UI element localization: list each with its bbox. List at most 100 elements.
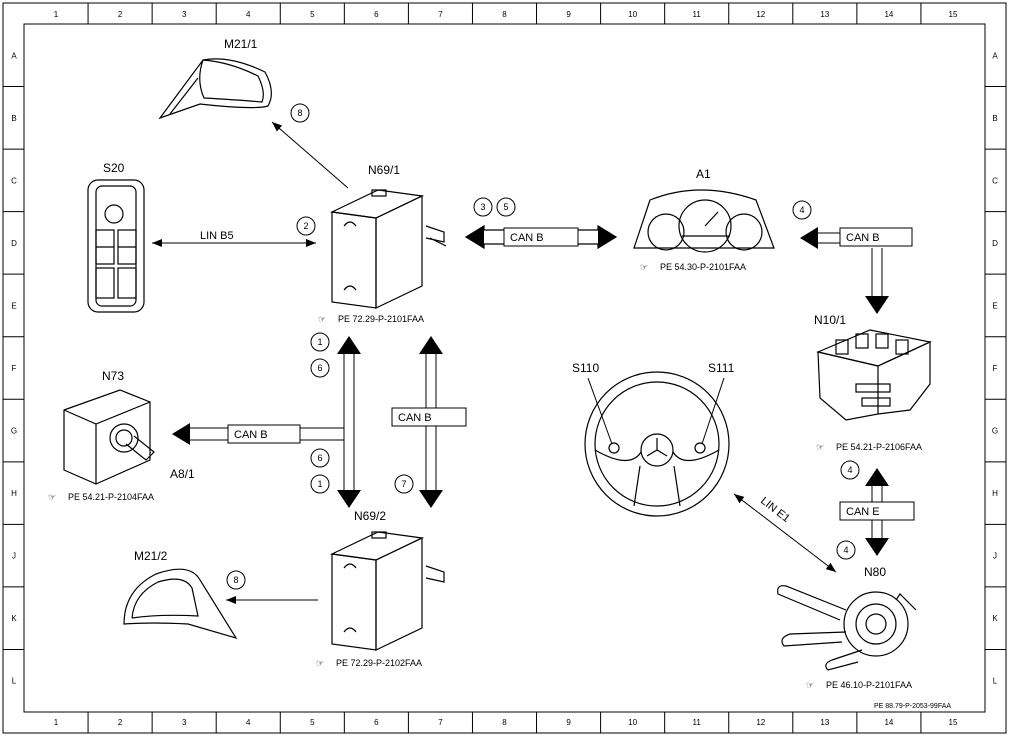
- grid-column-label: 5: [310, 718, 315, 727]
- svg-text:☞: ☞: [806, 680, 814, 690]
- grid-ticks: [3, 3, 1006, 733]
- leader-s110: [587, 377, 613, 445]
- bus-can-e: CAN E: [846, 506, 880, 518]
- svg-text:7: 7: [401, 479, 406, 489]
- link-can-e: [839, 468, 915, 556]
- bus-can-b-n73: CAN B: [234, 429, 268, 441]
- label-n73: N73: [102, 369, 124, 383]
- marker-3: 3: [473, 197, 493, 217]
- link-lin-e1: [733, 493, 837, 573]
- link-can-b-a1-n10-1: [800, 227, 913, 314]
- grid-row-label: E: [11, 301, 16, 310]
- svg-text:1: 1: [317, 337, 322, 347]
- svg-text:☞: ☞: [640, 262, 648, 272]
- marker-4-a1: 4: [792, 200, 812, 220]
- bus-can-b-vertical: CAN B: [398, 412, 432, 424]
- svg-text:4: 4: [847, 465, 852, 475]
- grid-column-label: 9: [566, 10, 571, 19]
- grid-column-label: 11: [693, 718, 702, 727]
- grid-row-label: J: [993, 552, 997, 561]
- label-n80: N80: [864, 565, 886, 579]
- svg-text:PE 72.29-P-2102FAA: PE 72.29-P-2102FAA: [336, 658, 422, 668]
- svg-text:8: 8: [297, 108, 302, 118]
- ref-n69-1: ☞ PE 72.29-P-2101FAA: [318, 314, 424, 324]
- svg-text:PE 54.21-P-2106FAA: PE 54.21-P-2106FAA: [836, 442, 922, 452]
- svg-text:6: 6: [317, 453, 322, 463]
- grid-column-label: 1: [54, 10, 59, 19]
- grid-row-label: C: [992, 176, 998, 185]
- svg-text:2: 2: [303, 221, 308, 231]
- label-a1: A1: [696, 167, 711, 181]
- grid-row-label: F: [993, 364, 998, 373]
- label-s110: S110: [572, 361, 599, 375]
- grid-row-label: G: [11, 427, 17, 436]
- marker-4-n80: 4: [836, 540, 856, 560]
- mirror-m21-2-drawing: [123, 568, 238, 640]
- cluster-a1-drawing: [633, 189, 775, 253]
- ignition-n73-drawing: [63, 389, 155, 485]
- grid-row-label: G: [992, 427, 998, 436]
- bus-lin-b5: LIN B5: [200, 230, 234, 242]
- grid-column-label: 10: [628, 10, 637, 19]
- grid-column-label: 4: [246, 10, 251, 19]
- svg-text:☞: ☞: [316, 658, 324, 668]
- grid-column-label: 12: [756, 718, 765, 727]
- ref-n10-1: ☞ PE 54.21-P-2106FAA: [816, 442, 922, 452]
- svg-text:PE 72.29-P-2101FAA: PE 72.29-P-2101FAA: [338, 314, 424, 324]
- switch-s20-drawing: [87, 179, 145, 313]
- grid-column-label: 7: [438, 10, 443, 19]
- grid-row-label: A: [992, 51, 998, 60]
- grid-column-label: 2: [118, 718, 123, 727]
- marker-2: 2: [296, 216, 316, 236]
- svg-text:☞: ☞: [48, 492, 56, 502]
- grid-column-label: 15: [949, 718, 958, 727]
- svg-text:8: 8: [233, 575, 238, 585]
- grid-column-label: 6: [374, 10, 379, 19]
- bus-can-b-center: CAN B: [510, 232, 544, 244]
- grid-row-label: L: [993, 677, 998, 686]
- link-can-b-n73: [172, 336, 361, 508]
- grid-column-label: 14: [884, 10, 893, 19]
- grid-column-label: 2: [118, 10, 123, 19]
- grid-row-label: K: [992, 614, 998, 623]
- svg-text:4: 4: [799, 205, 804, 215]
- module-n69-1-drawing: [329, 189, 447, 309]
- svg-text:4: 4: [843, 545, 848, 555]
- bus-can-b-right: CAN B: [846, 232, 880, 244]
- grid-column-label: 8: [502, 718, 507, 727]
- ref-n69-2: ☞ PE 72.29-P-2102FAA: [316, 658, 422, 668]
- grid-row-label: K: [11, 614, 17, 623]
- grid-row-label: J: [12, 552, 16, 561]
- marker-6-top: 6: [310, 358, 330, 378]
- label-n10-1: N10/1: [814, 313, 846, 327]
- svg-text:6: 6: [317, 363, 322, 373]
- grid-column-label: 8: [502, 10, 507, 19]
- svg-text:PE 54.30-P-2101FAA: PE 54.30-P-2101FAA: [660, 262, 746, 272]
- grid-row-label: A: [11, 51, 17, 60]
- label-s111: S111: [708, 361, 735, 375]
- steering-wheel-drawing: [584, 371, 730, 517]
- grid-column-label: 7: [438, 718, 443, 727]
- svg-text:5: 5: [503, 202, 508, 212]
- grid-column-label: 13: [820, 10, 829, 19]
- link-n69-1-to-m21-1: [271, 121, 349, 189]
- grid-column-label: 1: [54, 718, 59, 727]
- grid-labels: 1122334455667788991010111112121313141415…: [11, 10, 998, 727]
- grid-row-label: C: [11, 176, 17, 185]
- ref-n73: ☞ PE 54.21-P-2104FAA: [48, 492, 154, 502]
- grid-row-label: D: [11, 239, 17, 248]
- column-module-n80-drawing: [777, 585, 917, 671]
- grid-row-label: F: [12, 364, 17, 373]
- grid-row-label: E: [992, 301, 997, 310]
- label-a8-1: A8/1: [170, 467, 195, 481]
- marker-8-bottom: 8: [226, 570, 246, 590]
- label-n69-2: N69/2: [354, 509, 386, 523]
- marker-5: 5: [496, 197, 516, 217]
- module-n10-1-drawing: [816, 329, 932, 421]
- label-n69-1: N69/1: [368, 163, 400, 177]
- grid-column-label: 14: [884, 718, 893, 727]
- svg-text:3: 3: [480, 202, 485, 212]
- marker-8-top: 8: [290, 103, 310, 123]
